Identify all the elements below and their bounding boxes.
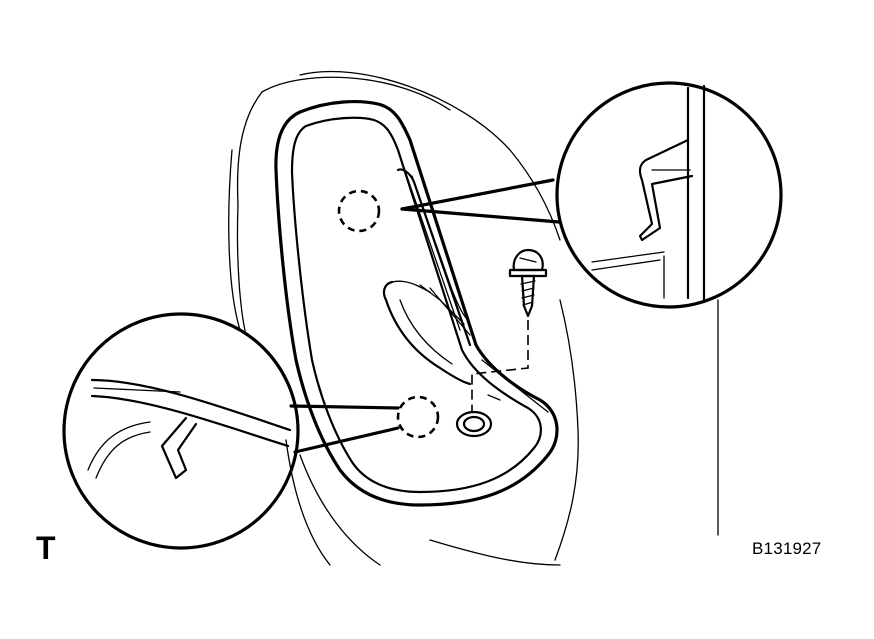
detail-upper bbox=[400, 81, 783, 309]
screw-icon bbox=[508, 248, 548, 318]
figure-code: B131927 bbox=[752, 539, 822, 558]
outer-contour bbox=[228, 70, 719, 566]
detail-lower bbox=[62, 312, 400, 550]
clip-location-upper bbox=[337, 189, 381, 233]
corner-label: T bbox=[36, 530, 56, 566]
trim-panel bbox=[274, 100, 559, 507]
clip-location-lower bbox=[396, 395, 440, 439]
screw-leader-line bbox=[471, 320, 529, 412]
